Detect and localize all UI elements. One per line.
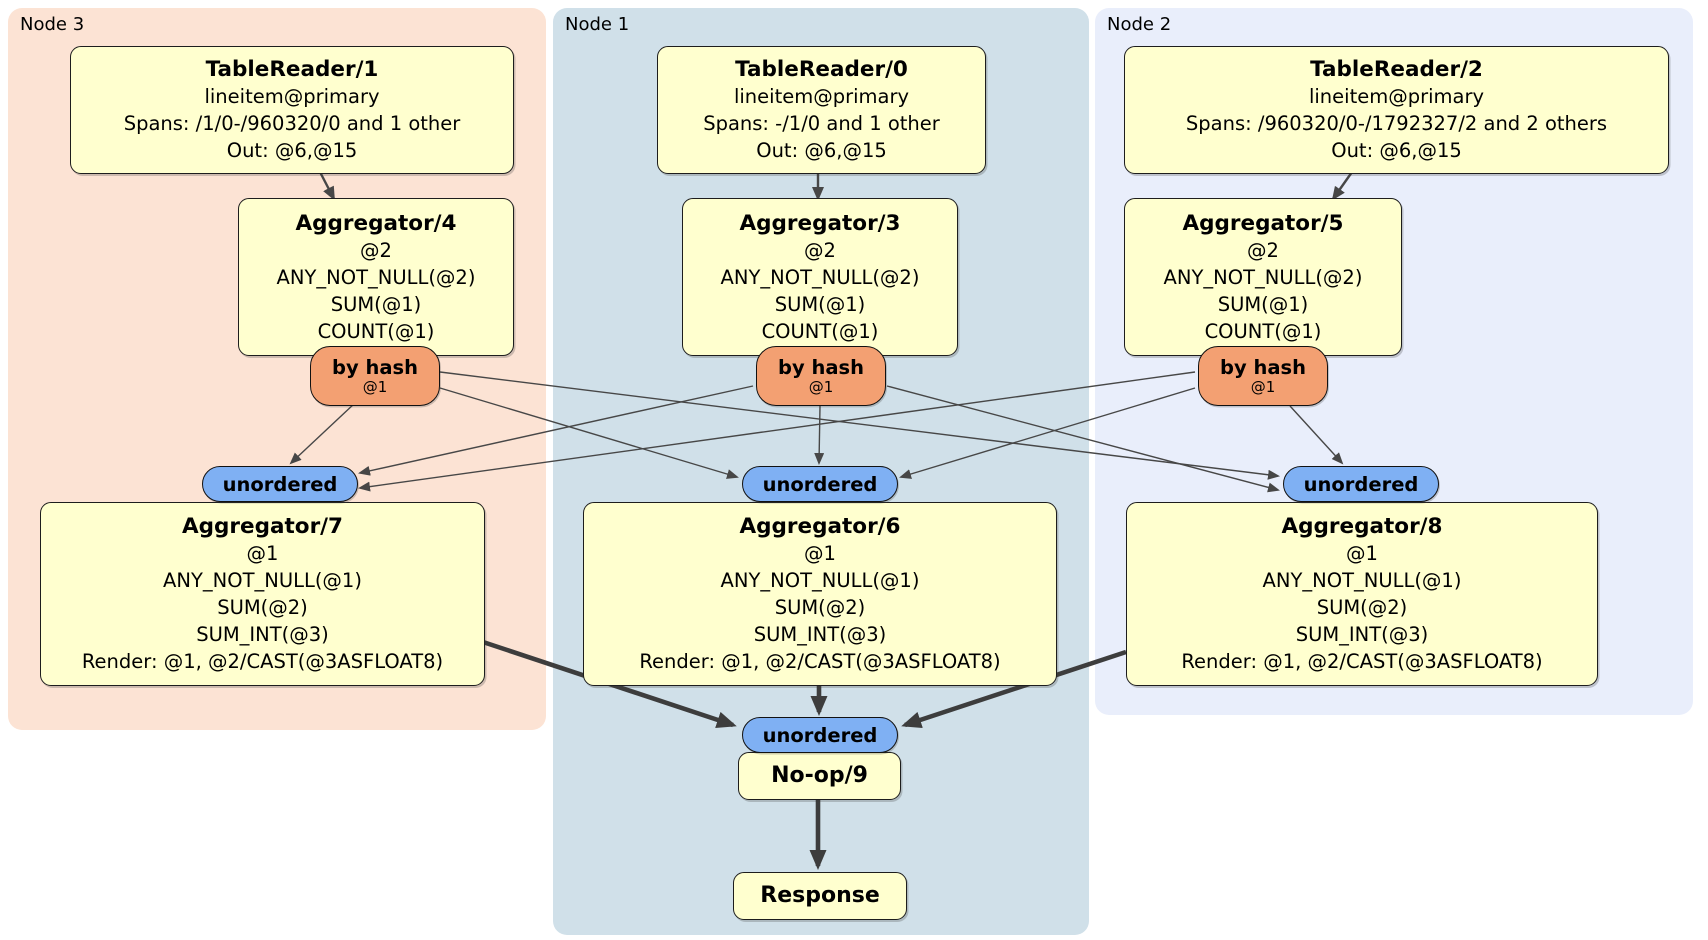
node-title: No-op/9	[771, 763, 868, 788]
node-detail: COUNT(@1)	[761, 319, 879, 343]
edge-tr1-agg4	[318, 171, 336, 201]
node-title: Aggregator/3	[739, 210, 901, 236]
node-detail: SUM_INT(@3)	[753, 623, 887, 646]
stream-by-hash-node2: by hash @1	[1198, 346, 1328, 406]
stream-arg: @1	[1250, 378, 1276, 396]
node-detail: COUNT(@1)	[317, 319, 435, 343]
node-detail-spans: Spans: /1/0-/960320/0 and 1 other	[123, 112, 461, 135]
edge-hash5-un6	[899, 387, 1196, 479]
node-detail-spans: Spans: -/1/0 and 1 other	[703, 112, 940, 135]
edge-hash3-un6	[814, 405, 825, 465]
node-detail: @2	[360, 238, 392, 262]
node-detail: SUM(@2)	[217, 596, 308, 619]
node-detail: @2	[1247, 238, 1279, 262]
node-detail-index: lineitem@primary	[733, 85, 910, 108]
edge-hash4-un6	[439, 387, 739, 479]
node-detail-render: Render: @1, @2/CAST(@3ASFLOAT8)	[1181, 650, 1543, 673]
node-detail: SUM(@1)	[1217, 292, 1309, 316]
region-label-node3: Node 3	[20, 14, 85, 35]
stream-label: unordered	[762, 472, 878, 496]
stream-label: by hash	[332, 356, 418, 379]
node-title: Aggregator/5	[1182, 210, 1344, 236]
stream-arg: @1	[362, 378, 388, 396]
edge-hash4-un7	[289, 402, 356, 465]
node-detail-out: Out: @6,@15	[756, 139, 887, 162]
node-detail-spans: Spans: /960320/0-/1792327/2 and 2 others	[1185, 112, 1608, 135]
node-detail: SUM_INT(@3)	[1295, 623, 1429, 646]
node-detail: SUM(@1)	[774, 292, 866, 316]
node-detail: SUM(@2)	[1316, 596, 1408, 619]
stream-label: unordered	[762, 723, 878, 747]
node-detail: @1	[804, 542, 836, 565]
edge-hash5-un7	[358, 371, 1196, 492]
node-detail: SUM_INT(@3)	[196, 623, 329, 646]
node-title: Aggregator/6	[739, 514, 901, 539]
node-detail-index: lineitem@primary	[204, 85, 380, 108]
edge-tr2-agg5	[1331, 171, 1353, 201]
plan-node-aggregator-8: Aggregator/8 @1 ANY_NOT_NULL(@1) SUM(@2)…	[1126, 502, 1598, 686]
node-detail: SUM(@2)	[774, 596, 866, 619]
node-detail: @1	[246, 542, 279, 565]
plan-node-tablereader-0: TableReader/0 lineitem@primary Spans: -/…	[657, 46, 986, 174]
plan-node-response: Response	[733, 872, 907, 920]
plan-node-tablereader-1: TableReader/1 lineitem@primary Spans: /1…	[70, 46, 514, 174]
stream-label: by hash	[778, 356, 864, 379]
plan-node-aggregator-3: Aggregator/3 @2 ANY_NOT_NULL(@2) SUM(@1)…	[682, 198, 958, 356]
stream-unordered-node3: unordered	[202, 466, 358, 502]
stream-by-hash-node3: by hash @1	[310, 346, 440, 406]
node-detail: @2	[804, 238, 836, 262]
node-detail: ANY_NOT_NULL(@1)	[720, 569, 920, 592]
node-detail: ANY_NOT_NULL(@2)	[720, 265, 920, 289]
edge-hash4-un8	[439, 371, 1280, 480]
stream-arg: @1	[808, 378, 834, 396]
node-title: Aggregator/4	[295, 210, 457, 236]
node-detail: ANY_NOT_NULL(@2)	[276, 265, 476, 289]
plan-node-aggregator-7: Aggregator/7 @1 ANY_NOT_NULL(@1) SUM(@2)…	[40, 502, 485, 686]
node-detail-out: Out: @6,@15	[1331, 139, 1462, 162]
plan-node-noop-9: No-op/9	[738, 752, 901, 800]
node-detail: ANY_NOT_NULL(@1)	[163, 569, 362, 592]
stream-unordered-node2: unordered	[1283, 466, 1439, 502]
region-label-node1: Node 1	[565, 14, 630, 35]
node-detail-render: Render: @1, @2/CAST(@3ASFLOAT8)	[639, 650, 1001, 673]
node-title: TableReader/0	[735, 57, 908, 82]
edge-hash3-un7	[358, 385, 754, 476]
stream-unordered-final: unordered	[742, 717, 898, 753]
stream-by-hash-node1: by hash @1	[756, 346, 886, 406]
node-detail: @1	[1346, 542, 1378, 565]
node-detail: ANY_NOT_NULL(@1)	[1262, 569, 1462, 592]
stream-label: unordered	[222, 472, 338, 496]
stream-label: by hash	[1220, 356, 1306, 379]
edge-agg8-un9	[901, 649, 1127, 729]
node-title: TableReader/1	[205, 57, 379, 82]
edge-hash3-un8	[886, 385, 1280, 493]
node-detail-render: Render: @1, @2/CAST(@3ASFLOAT8)	[81, 650, 444, 673]
node-detail: SUM(@1)	[330, 292, 422, 316]
stream-label: unordered	[1303, 472, 1419, 496]
plan-node-aggregator-5: Aggregator/5 @2 ANY_NOT_NULL(@2) SUM(@1)…	[1124, 198, 1402, 356]
node-detail: ANY_NOT_NULL(@2)	[1163, 265, 1363, 289]
edge-hash5-un8	[1289, 405, 1344, 465]
node-detail: COUNT(@1)	[1204, 319, 1322, 343]
node-title: Response	[760, 883, 880, 908]
node-detail-index: lineitem@primary	[1308, 85, 1485, 108]
node-title: Aggregator/8	[1281, 514, 1443, 539]
plan-node-aggregator-6: Aggregator/6 @1 ANY_NOT_NULL(@1) SUM(@2)…	[583, 502, 1057, 686]
node-title: Aggregator/7	[182, 514, 343, 539]
region-label-node2: Node 2	[1107, 14, 1172, 35]
node-detail-out: Out: @6,@15	[226, 139, 358, 162]
plan-node-aggregator-4: Aggregator/4 @2 ANY_NOT_NULL(@2) SUM(@1)…	[238, 198, 514, 356]
plan-node-tablereader-2: TableReader/2 lineitem@primary Spans: /9…	[1124, 46, 1669, 174]
stream-unordered-node1: unordered	[742, 466, 898, 502]
node-title: TableReader/2	[1310, 57, 1483, 82]
